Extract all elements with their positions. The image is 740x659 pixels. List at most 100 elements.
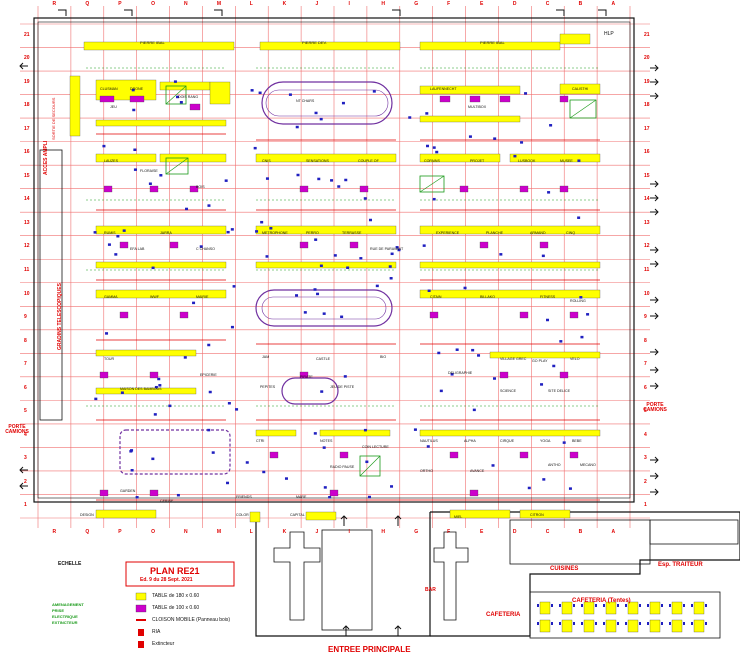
stand-block-12: [95, 153, 157, 163]
zone-hlp: HLP: [604, 31, 614, 37]
stand-label: NAUTILUS: [420, 439, 438, 443]
cafe-chair: [639, 622, 641, 625]
traiteur-label: Esp. TRAITEUR: [658, 562, 703, 568]
stand-block-58: [179, 311, 189, 319]
stand-label: JAM: [262, 355, 270, 359]
table-mark-12: [151, 266, 155, 270]
stand-block-37: [129, 95, 145, 103]
cafe-table: [605, 601, 617, 615]
top-door-1: [124, 9, 133, 16]
stand-block-65: [499, 371, 509, 379]
door-arrow-7: [650, 260, 659, 268]
table-mark-51: [547, 191, 551, 194]
stand-label: JEU DE PISTE: [330, 385, 355, 389]
row-num-14: 14: [24, 196, 30, 203]
stand-label: MARE: [296, 495, 307, 499]
cafe-chair: [595, 604, 597, 607]
door-arrow-0: [650, 64, 659, 72]
row-num-right-20: 20: [644, 55, 650, 62]
table-mark-88: [367, 495, 371, 499]
stand-block-46: [299, 185, 309, 193]
green-hatch-1: [165, 157, 189, 175]
top-door-3: [392, 9, 401, 16]
door-arrow-8: [650, 296, 659, 304]
table-mark-112: [337, 185, 341, 188]
cafe-chair: [625, 622, 627, 625]
table-mark-42: [199, 245, 203, 248]
oval-top-inner: [265, 89, 389, 117]
cafe-chair: [647, 604, 649, 607]
gradins-label: GRADINS TELESCOPIQUES: [57, 283, 63, 350]
cafe-chair: [551, 604, 553, 607]
cafe-chair: [669, 622, 671, 625]
table-mark-129: [133, 168, 137, 171]
cafe-chair: [551, 622, 553, 625]
stand-block-16: [509, 153, 601, 163]
cafe-chair: [691, 604, 693, 607]
stand-label: DESIGN: [80, 513, 94, 517]
col-letter-bottom-G: G: [414, 529, 419, 535]
stand-block-32: [249, 511, 261, 523]
building-structure: [33, 17, 740, 639]
stand-label: TERRASSE: [342, 231, 362, 235]
legend-graphics: [125, 561, 235, 648]
table-mark-20: [269, 227, 273, 230]
stand-label: COLOR: [236, 513, 249, 517]
table-mark-132: [230, 228, 234, 231]
legend-title: PLAN RE21: [150, 566, 200, 576]
stand-block-44: [149, 185, 159, 193]
top-door-0: [58, 9, 67, 16]
stand-label: MIEL: [454, 515, 463, 519]
door-arrow-13: [650, 456, 659, 464]
stand-block-23: [95, 289, 227, 299]
stand-label: BILLAKO: [480, 295, 495, 299]
table-mark-30: [577, 216, 581, 219]
stand-label: PROJET: [470, 159, 485, 163]
cafe-chair: [691, 622, 693, 625]
col-letter-C: C: [545, 1, 550, 7]
row-num-right-10: 10: [644, 290, 650, 297]
table-mark-4: [390, 252, 394, 256]
traiteur-box: [649, 519, 739, 545]
cafe-table: [605, 619, 617, 633]
table-mark-25: [477, 354, 481, 357]
stand-label: CASTLE: [316, 357, 330, 361]
cafe-chair: [617, 604, 619, 607]
table-mark-63: [207, 204, 211, 207]
stand-block-9: [419, 85, 521, 95]
col-letter-N: N: [184, 1, 188, 7]
table-mark-54: [426, 445, 430, 448]
table-mark-46: [388, 265, 392, 268]
stand-block-51: [119, 241, 129, 249]
stand-block-42: [499, 95, 511, 103]
table-mark-49: [389, 277, 393, 280]
col-letter-bottom-I: I: [348, 529, 350, 535]
table-mark-70: [320, 390, 324, 393]
row-num-3: 3: [24, 455, 27, 462]
stand-block-2: [419, 41, 561, 51]
porte-camions-right: PORTE CAMIONS: [643, 402, 667, 413]
cafe-chair: [603, 604, 605, 607]
door-arrow-9: [650, 312, 659, 320]
stand-label: PLANCHE: [486, 231, 503, 235]
table-mark-104: [183, 356, 187, 359]
door-arrow-11: [650, 366, 659, 374]
row-num-10: 10: [24, 290, 30, 297]
col-letter-K: K: [282, 1, 287, 7]
zone-top-center: PIERRE DEV.: [302, 40, 327, 45]
col-letter-J: J: [315, 1, 319, 7]
stand-block-60: [519, 311, 529, 319]
table-mark-78: [314, 238, 318, 241]
stand-block-55: [479, 241, 489, 249]
row-num-right-8: 8: [644, 337, 647, 344]
row-num-right-12: 12: [644, 243, 650, 250]
door-arrow-bottom-1: [394, 515, 402, 526]
table-marks: [93, 80, 707, 633]
col-letter-Q: Q: [85, 1, 90, 7]
stand-label: CAPITAL: [290, 513, 305, 517]
legend-item-label: RIA: [152, 629, 161, 635]
table-mark-135: [492, 377, 496, 380]
col-letter-E: E: [480, 1, 484, 7]
table-mark-52: [102, 144, 106, 148]
